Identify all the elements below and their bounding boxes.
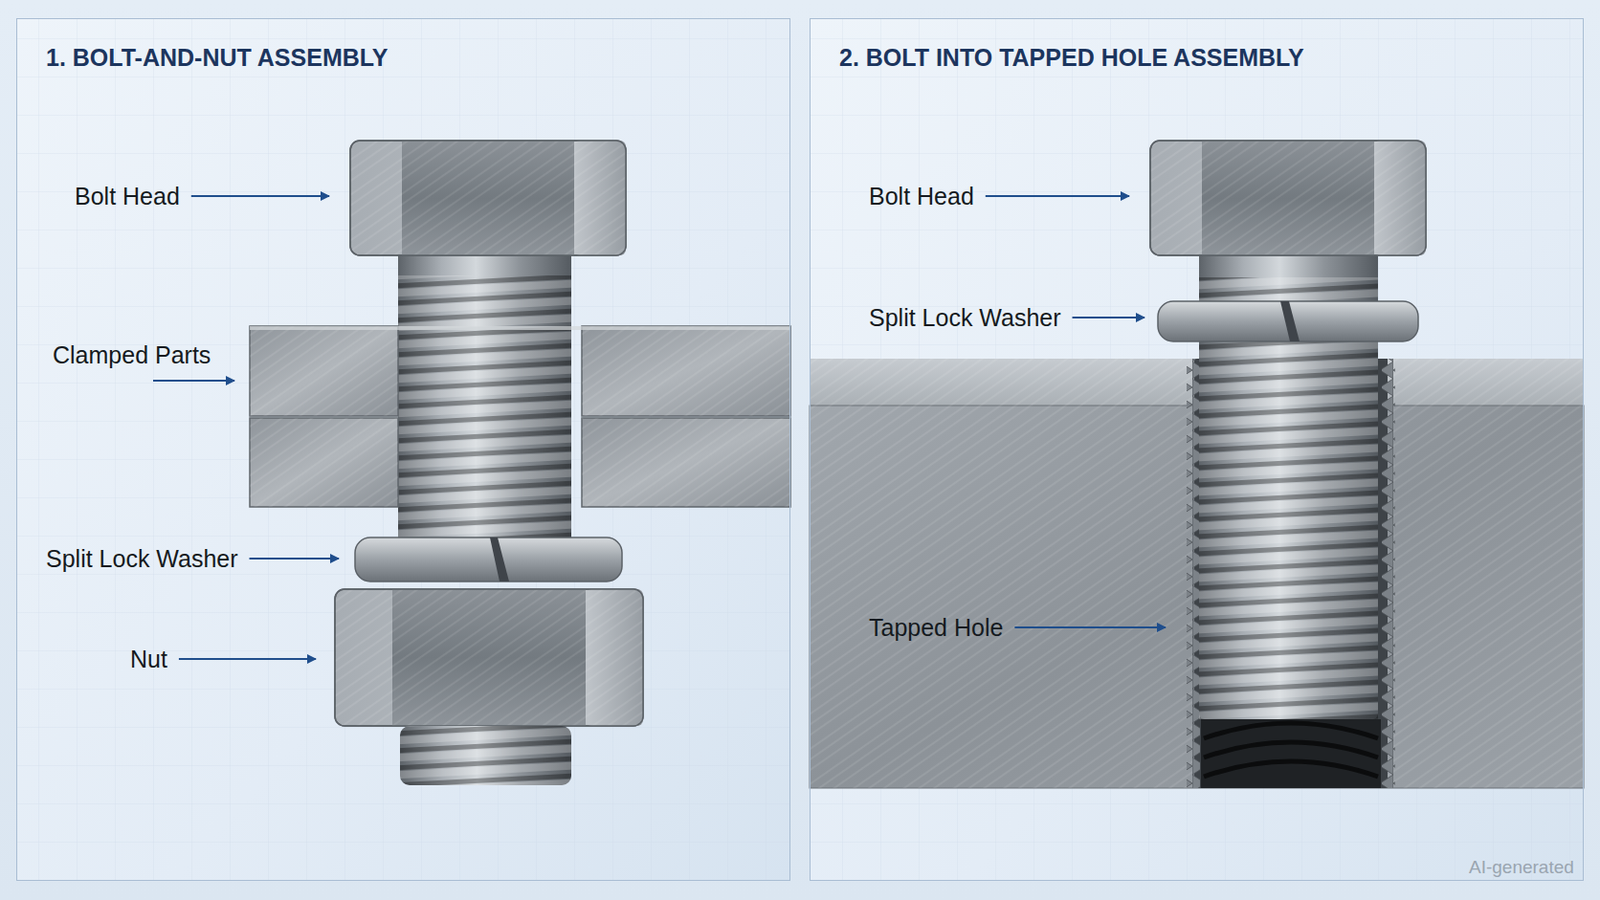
- leader-line: [153, 379, 235, 382]
- bolt-thread-end: [400, 726, 572, 786]
- panel-title: 1. BOLT-AND-NUT ASSEMBLY: [45, 44, 388, 72]
- nut: [334, 589, 644, 727]
- part-label: Nut: [130, 645, 168, 674]
- leader-line: [985, 195, 1130, 198]
- clamped-parts: [249, 326, 791, 508]
- leader-line: [191, 195, 330, 198]
- assembly-panel: 2. BOLT INTO TAPPED HOLE ASSEMBLY: [809, 18, 1584, 882]
- leader-arrows: [153, 196, 1166, 660]
- bolt-head: [1150, 140, 1426, 256]
- part-label: Bolt Head: [868, 182, 975, 211]
- bolt-head: [350, 140, 626, 256]
- leader-line: [249, 557, 339, 560]
- assembly-panel: 1. BOLT-AND-NUT ASSEMBLY: [16, 18, 791, 882]
- tapped-block: [809, 358, 1584, 789]
- split-lock-washer: [355, 537, 623, 582]
- panel-grid: [16, 18, 791, 882]
- part-label: Split Lock Washer: [45, 545, 239, 574]
- split-lock-washer: [1157, 301, 1419, 342]
- watermark: AI-generated: [1468, 857, 1575, 879]
- part-label: Clamped Parts: [52, 341, 211, 370]
- panel-grid: [809, 18, 1584, 882]
- bolt-shank: [398, 250, 572, 538]
- part-label: Tapped Hole: [868, 614, 1003, 643]
- panel-ground: [809, 18, 1584, 882]
- leader-line: [178, 658, 316, 661]
- panel-title: 2. BOLT INTO TAPPED HOLE ASSEMBLY: [839, 44, 1305, 72]
- leader-line: [1072, 316, 1145, 319]
- panel-ground: [16, 18, 791, 882]
- leader-line: [1014, 626, 1166, 629]
- part-label: Bolt Head: [74, 182, 180, 211]
- part-label: Split Lock Washer: [868, 304, 1062, 333]
